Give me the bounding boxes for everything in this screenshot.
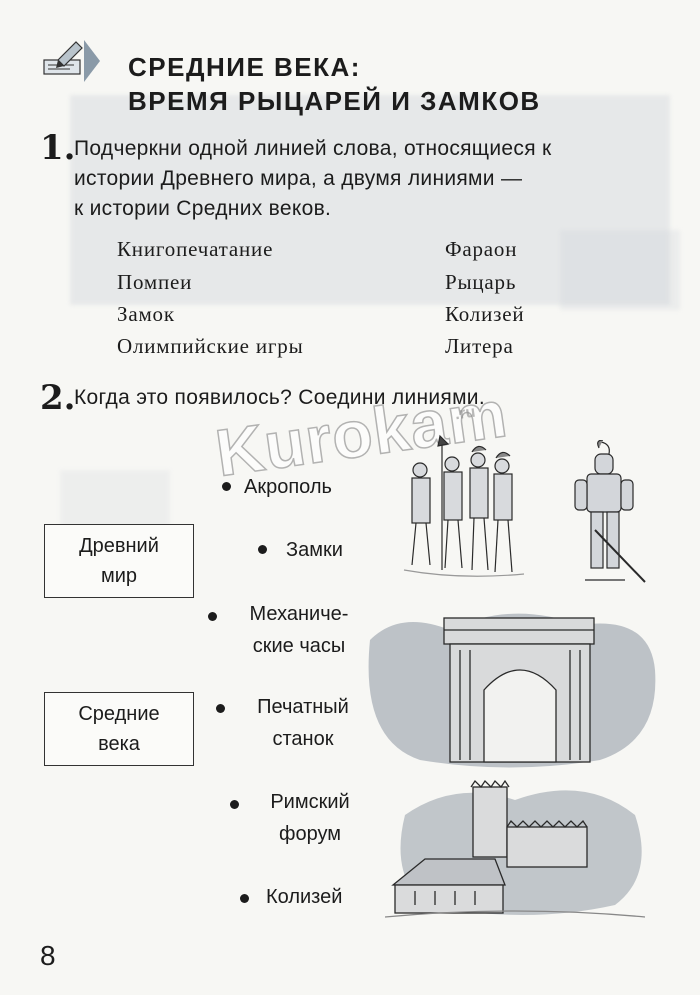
item-castles: Замки [286, 539, 343, 561]
word-item[interactable]: Литера [445, 334, 514, 358]
task-2-question: Когда это появилось? Соедини линиями. [74, 386, 485, 409]
word-item[interactable]: Помпеи [117, 270, 193, 294]
connector-dot[interactable] [230, 800, 239, 809]
task-1-line: истории Древнего мира, а двумя линиями — [74, 167, 523, 190]
box-label: Древний [79, 535, 159, 557]
connector-dot[interactable] [240, 894, 249, 903]
box-label: Средние [78, 703, 160, 725]
word-item[interactable]: Книгопечатание [117, 237, 274, 261]
item-line: Печатный [257, 696, 349, 718]
page-title: СРЕДНИЕ ВЕКА: ВРЕМЯ РЫЦАРЕЙ И ЗАМКОВ [128, 50, 541, 118]
word-item[interactable]: Фараон [445, 237, 518, 261]
connector-dot[interactable] [258, 545, 267, 554]
word-item[interactable]: Рыцарь [445, 270, 517, 294]
watermark-suffix: .ru [453, 403, 477, 424]
item-colosseum: Колизей [266, 886, 343, 908]
task-1-line: Подчеркни одной линией слова, относящиес… [74, 137, 552, 160]
item-roman-forum: Римский форум [256, 786, 364, 850]
item-line: станок [272, 728, 334, 750]
item-line: форум [278, 823, 341, 845]
era-box-middle-ages[interactable]: Средние века [44, 692, 194, 766]
item-line: Механиче- [249, 603, 349, 625]
item-printing-press: Печатный станок [242, 691, 364, 755]
connector-dot[interactable] [222, 482, 231, 491]
word-item[interactable]: Колизей [445, 302, 525, 326]
task-2-number: 2. [40, 378, 76, 418]
box-label: мир [100, 565, 138, 587]
connector-dot[interactable] [216, 704, 225, 713]
title-line-2: ВРЕМЯ РЫЦАРЕЙ И ЗАМКОВ [128, 86, 541, 116]
item-line: ские часы [252, 635, 346, 657]
connector-dot[interactable] [208, 612, 217, 621]
knight-illustration [574, 440, 646, 583]
page-number: 8 [40, 940, 56, 971]
triumphal-arch-illustration [368, 613, 656, 768]
item-line: Римский [270, 791, 350, 813]
castle-illustration [385, 779, 646, 918]
era-box-ancient-world[interactable]: Древний мир [44, 524, 194, 598]
task-1-line: к истории Средних веков. [74, 197, 332, 220]
task-1-text: Подчеркни одной линией слова, относящиес… [74, 134, 551, 224]
word-item[interactable]: Олимпийские игры [117, 334, 304, 358]
word-item[interactable]: Замок [117, 302, 175, 326]
item-acropolis: Акрополь [244, 476, 332, 498]
task-1-number: 1. [40, 128, 76, 168]
box-label: века [98, 733, 140, 755]
pencil-note-icon [40, 38, 102, 84]
roman-soldiers-illustration [403, 434, 525, 577]
item-mechanical-clock: Механиче- ские часы [238, 598, 360, 662]
title-line-1: СРЕДНИЕ ВЕКА: [128, 52, 361, 82]
